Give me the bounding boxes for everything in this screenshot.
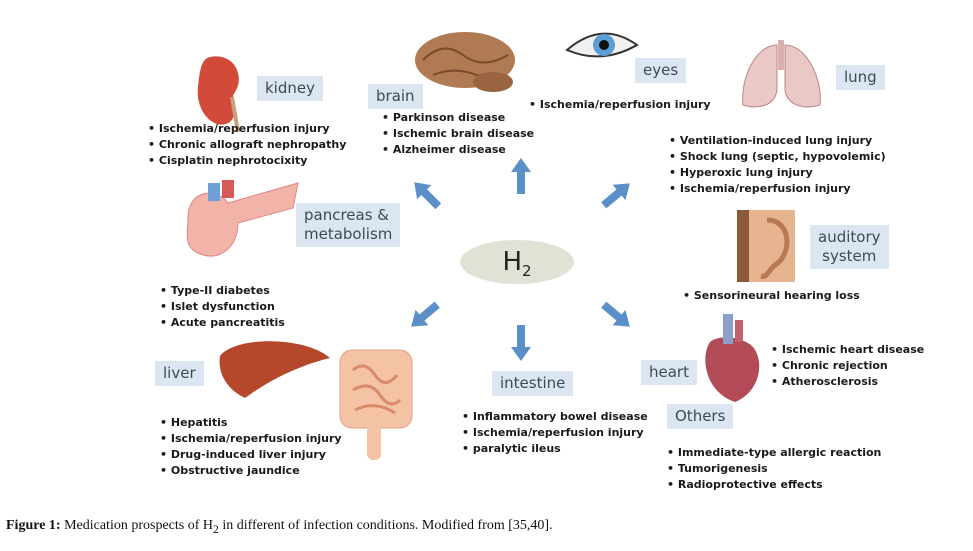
pancreas-icon	[186, 180, 299, 257]
others-label: Others	[667, 404, 734, 429]
pancreas-label-line1: pancreas &	[304, 206, 390, 224]
lung-conditions: Ventilation-induced lung injuryShock lun…	[669, 133, 886, 197]
list-item: Radioprotective effects	[667, 477, 881, 493]
arrow-to-brain-icon	[414, 182, 442, 210]
list-item: Ischemia/reperfusion injury	[160, 431, 342, 447]
pancreas-label: pancreas &metabolism	[296, 203, 401, 247]
list-item: Shock lung (septic, hypovolemic)	[669, 149, 886, 165]
list-item: Tumorigenesis	[667, 461, 881, 477]
auditory-conditions: Sensorineural hearing loss	[683, 288, 860, 304]
brain-label: brain	[368, 84, 423, 109]
heart-icon	[705, 314, 760, 402]
arrow-to-intestine-icon	[511, 325, 531, 361]
list-item: Obstructive jaundice	[160, 463, 342, 479]
list-item: Hyperoxic lung injury	[669, 165, 886, 181]
list-item: Alzheimer disease	[382, 142, 534, 158]
ear-icon	[737, 210, 795, 282]
caption-text: Medication prospects of H	[60, 518, 213, 533]
liver-label: liver	[155, 361, 204, 386]
list-item: Acute pancreatitis	[160, 315, 285, 331]
lung-label: lung	[836, 65, 885, 90]
others-conditions: Immediate-type allergic reactionTumorige…	[667, 445, 882, 493]
list-item: paralytic ileus	[462, 441, 648, 457]
list-item: Hepatitis	[160, 415, 342, 431]
list-item: Sensorineural hearing loss	[683, 288, 860, 304]
caption-prefix: Figure 1:	[6, 518, 61, 533]
arrow-to-eyes-icon	[511, 158, 531, 194]
intestine-label: intestine	[492, 371, 574, 396]
pancreas-conditions: Type-II diabetesIslet dysfunctionAcute p…	[160, 283, 285, 331]
list-item: Ischemic brain disease	[382, 126, 534, 142]
brain-conditions: Parkinson diseaseIschemic brain diseaseA…	[382, 110, 534, 158]
heart-label: heart	[641, 360, 697, 385]
arrow-to-lung-icon	[601, 183, 630, 209]
kidney-label: kidney	[257, 76, 323, 101]
lung-icon	[742, 40, 821, 108]
list-item: Drug-induced liver injury	[160, 447, 342, 463]
list-item: Type-II diabetes	[160, 283, 285, 299]
eyes-label: eyes	[635, 58, 687, 83]
list-item: Islet dysfunction	[160, 299, 285, 315]
caption-subscript: 2	[213, 522, 219, 536]
liver-icon	[219, 341, 330, 398]
kidney-icon	[197, 56, 240, 132]
h2-center-node: H2	[460, 240, 574, 284]
auditory-label-line2: system	[822, 247, 877, 265]
arrow-to-liver-icon	[411, 301, 440, 327]
list-item: Ischemia/reperfusion injury	[148, 121, 346, 137]
liver-conditions: HepatitisIschemia/reperfusion injuryDrug…	[160, 415, 342, 479]
auditory-label-line1: auditory	[818, 228, 881, 246]
list-item: Ischemia/reperfusion injury	[669, 181, 886, 197]
list-item: Immediate-type allergic reaction	[667, 445, 882, 461]
list-item: Ischemic heart disease	[771, 342, 924, 358]
intestine-conditions: Inflammatory bowel diseaseIschemia/reper…	[462, 409, 648, 457]
figure-caption: Figure 1: Medication prospects of H2 in …	[6, 518, 553, 536]
list-item: Ischemia/reperfusion injury	[529, 97, 711, 113]
brain-icon	[415, 32, 515, 92]
h2-subscript: 2	[522, 262, 532, 281]
list-item: Chronic rejection	[771, 358, 924, 374]
list-item: Inflammatory bowel disease	[462, 409, 648, 425]
pancreas-label-line2: metabolism	[304, 225, 393, 243]
arrow-to-heart-icon	[601, 301, 630, 327]
heart-conditions: Ischemic heart diseaseChronic rejectionA…	[771, 342, 924, 390]
list-item: Ischemia/reperfusion injury	[462, 425, 648, 441]
list-item: Parkinson disease	[382, 110, 534, 126]
eye-icon	[565, 32, 639, 58]
kidney-conditions: Ischemia/reperfusion injuryChronic allog…	[148, 121, 347, 169]
caption-text-end: in different of infection conditions. Mo…	[218, 518, 553, 533]
intestine-icon	[339, 349, 413, 460]
h2-label: H	[502, 247, 522, 277]
list-item: Atherosclerosis	[771, 374, 924, 390]
list-item: Chronic allograft nephropathy	[148, 137, 347, 153]
list-item: Cisplatin nephrotocixity	[148, 153, 346, 169]
eyes-conditions: Ischemia/reperfusion injury	[529, 97, 711, 113]
list-item: Ventilation-induced lung injury	[669, 133, 886, 149]
